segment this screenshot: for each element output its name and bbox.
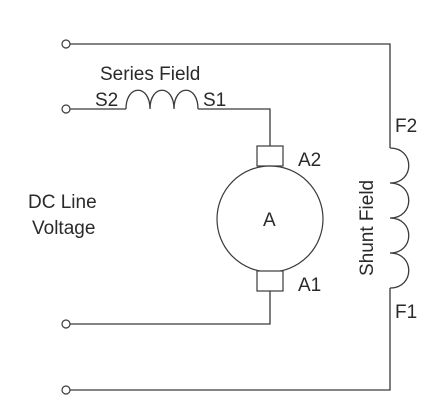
line-terminal-armature (61, 319, 71, 329)
shunt-field-label: Shunt Field (357, 180, 378, 276)
line-terminal-top (61, 39, 71, 49)
series-s1-label: S1 (203, 90, 226, 111)
armature-a2-label: A2 (298, 150, 321, 171)
shunt-f2-label: F2 (395, 116, 417, 137)
line-voltage-label-1: DC Line (28, 192, 97, 213)
series-field-label: Series Field (100, 64, 200, 85)
shunt-field-coil (389, 147, 410, 289)
series-field-wire (70, 108, 271, 146)
armature-a1-label: A1 (298, 275, 321, 296)
shunt-return-wire (70, 288, 391, 391)
shunt-f1-label: F1 (395, 302, 417, 323)
armature-center-label: A (263, 210, 276, 231)
armature-brush-top (256, 145, 284, 167)
line-terminal-series (61, 104, 71, 114)
line-voltage-label-2: Voltage (32, 218, 95, 239)
series-s2-label: S2 (95, 90, 118, 111)
line-terminal-bottom (61, 385, 71, 395)
armature-return-wire (70, 291, 271, 325)
armature-brush-bottom (256, 270, 284, 292)
top-line-wire (70, 43, 391, 148)
series-field-coil (125, 89, 199, 110)
